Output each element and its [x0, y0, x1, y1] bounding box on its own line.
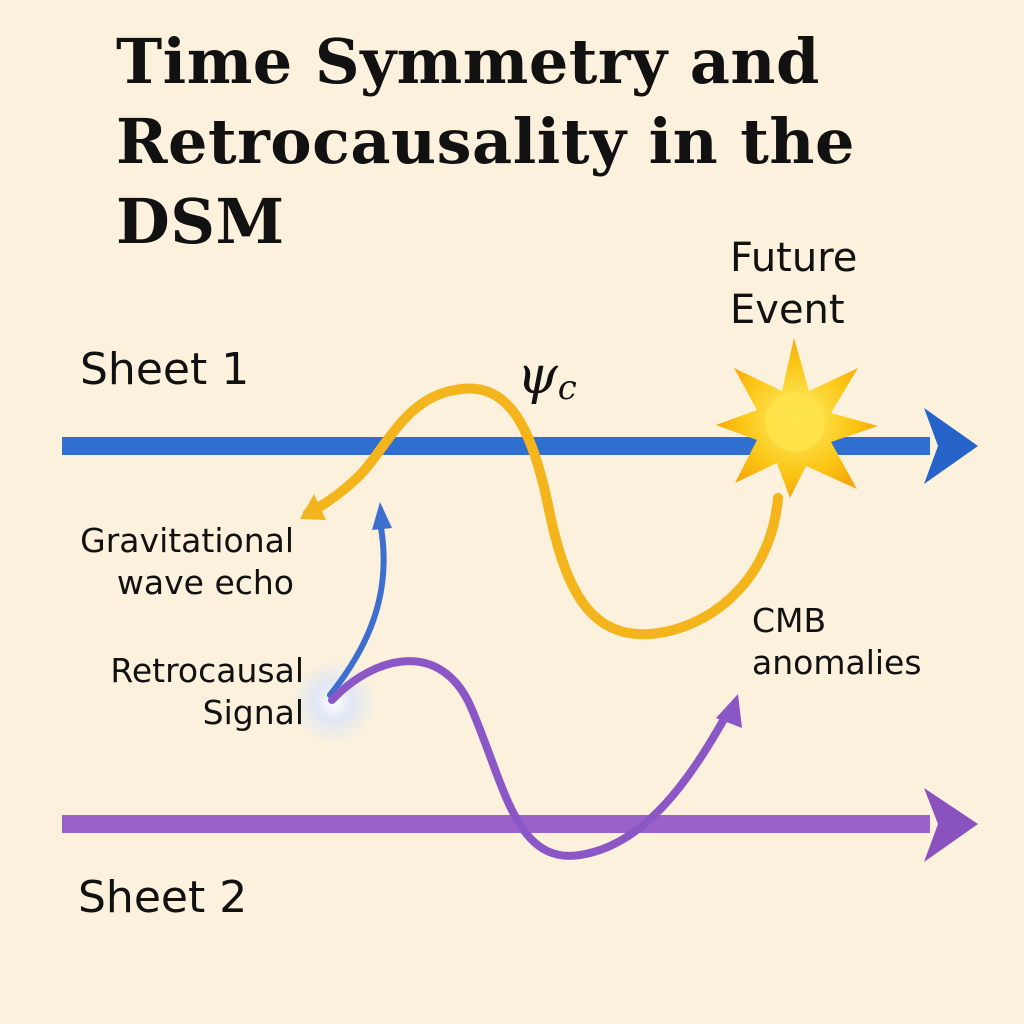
future-event-star-icon — [716, 338, 878, 498]
future-label-line-2: Event — [730, 287, 845, 333]
cmb-label-line-2: anomalies — [752, 643, 922, 682]
future-event-label: Future Event — [730, 232, 857, 336]
retro-label-line-2: Signal — [202, 693, 304, 732]
psi-subscript: c — [557, 368, 577, 408]
future-label-line-1: Future — [730, 235, 858, 281]
sheet2-arrow — [62, 788, 978, 862]
psi-symbol: ψ — [517, 346, 558, 406]
psi-wave-arrow — [300, 383, 783, 640]
title-line-1: Time Symmetry and — [116, 25, 820, 98]
retro-label-line-1: Retrocausal — [110, 651, 304, 690]
psi-c-label: ψc — [517, 346, 577, 408]
retrocausal-signal-arrow — [327, 502, 392, 698]
sheet1-arrow — [62, 408, 978, 484]
sheet2-label: Sheet 2 — [78, 872, 248, 923]
cmb-anomalies-label: CMB anomalies — [752, 600, 922, 684]
grav-label-line-2: wave echo — [116, 563, 294, 602]
retrocausal-signal-label: Retrocausal Signal — [60, 650, 304, 734]
cmb-label-line-1: CMB — [752, 601, 827, 640]
diagram-title: Time Symmetry and Retrocausality in the … — [116, 22, 1016, 262]
sheet1-label: Sheet 1 — [80, 344, 250, 395]
grav-label-line-1: Gravitational — [80, 521, 294, 560]
gravitational-wave-echo-label: Gravitational wave echo — [56, 520, 294, 604]
title-line-2: Retrocausality in the DSM — [116, 105, 855, 258]
purple-signal-arrow — [328, 657, 742, 860]
